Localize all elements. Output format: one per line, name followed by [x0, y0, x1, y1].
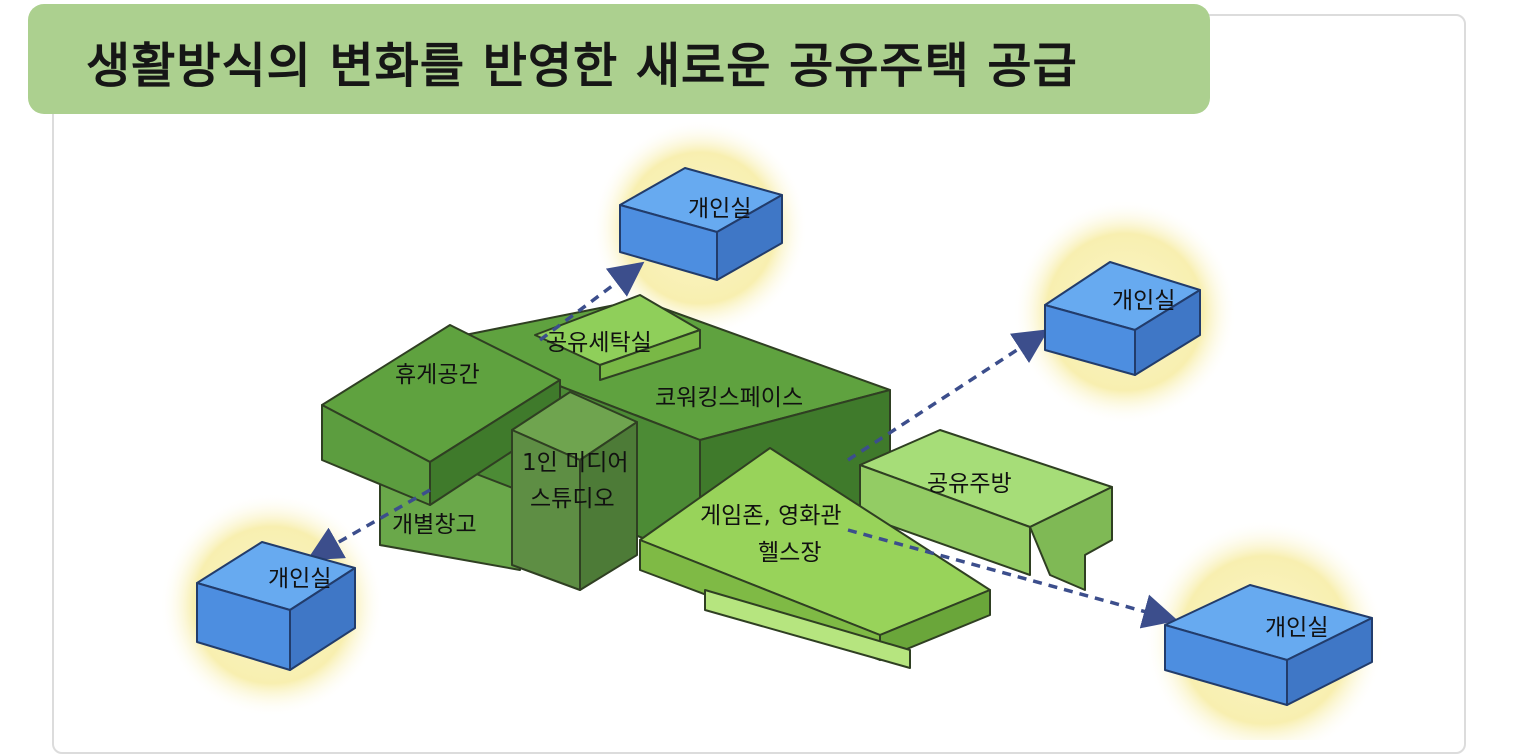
game-zone-block — [639, 447, 991, 669]
coworking-label: 코워킹스페이스 — [655, 385, 803, 411]
media-studio-label-line2: 스튜디오 — [530, 486, 615, 512]
gym-label: 헬스장 — [758, 540, 821, 566]
private-room-bottom-right — [1164, 584, 1373, 706]
private-room-top-label: 개인실 — [688, 196, 751, 222]
media-studio-block — [511, 391, 638, 591]
arrow-to-room-top — [538, 261, 645, 342]
kitchen-label: 공유주방 — [927, 471, 1012, 497]
private-room-right — [1044, 261, 1201, 376]
media-studio-label-line1: 1인 미디어 — [522, 450, 629, 476]
arrow-to-room-bottom-right — [847, 528, 1179, 629]
laundry-block — [534, 294, 701, 381]
private-room-left-label: 개인실 — [268, 566, 331, 592]
private-room-left — [196, 541, 356, 671]
shared-building — [321, 294, 1113, 669]
lounge-block — [321, 324, 561, 506]
lounge-label: 휴게공간 — [395, 362, 480, 388]
private-room-bottom-right-label: 개인실 — [1265, 615, 1328, 641]
arrow-group — [306, 261, 1179, 629]
private-room-right-label: 개인실 — [1112, 288, 1175, 314]
arrow-to-room-left — [306, 488, 431, 561]
title-bar: 생활방식의 변화를 반영한 새로운 공유주택 공급 — [28, 4, 1210, 114]
game-cinema-label: 게임존, 영화관 — [700, 503, 842, 529]
kitchen-block — [859, 429, 1113, 591]
laundry-label: 공유세탁실 — [546, 330, 652, 356]
arrow-to-room-right — [847, 329, 1049, 462]
page-title: 생활방식의 변화를 반영한 새로운 공유주택 공급 — [86, 38, 1078, 94]
private-room-top — [619, 167, 783, 281]
storage-label: 개별창고 — [392, 512, 477, 538]
